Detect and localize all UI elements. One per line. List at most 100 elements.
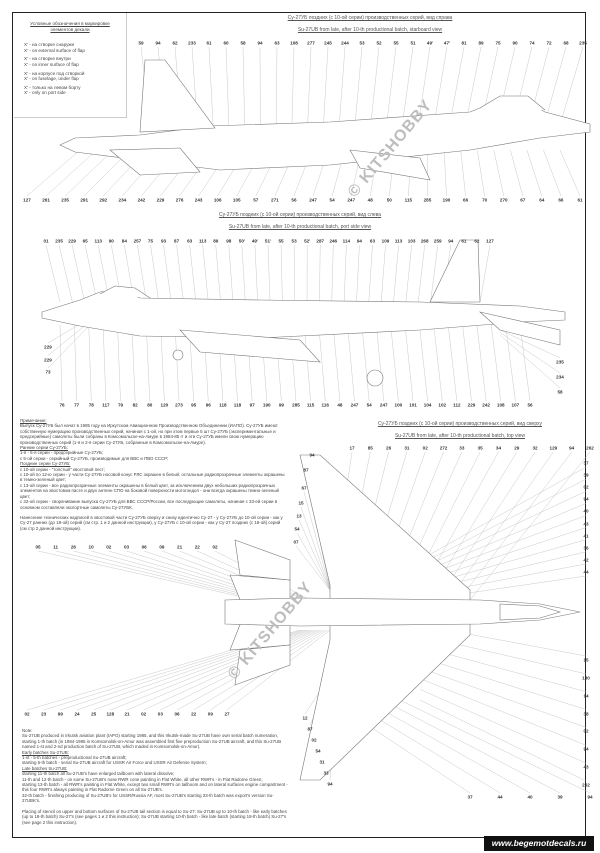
decal-number: 235: [556, 359, 564, 365]
decal-number: 72: [546, 40, 552, 46]
leader-line: [499, 334, 561, 389]
leader-line: [300, 506, 331, 591]
leader-line: [150, 244, 160, 303]
leader-line: [476, 324, 487, 402]
decal-number: 99: [278, 402, 284, 408]
legend-ru: X' - на створке снаружи: [24, 42, 75, 48]
decal-number: 229: [44, 344, 52, 350]
leader-line: [71, 244, 85, 303]
decal-number: 29: [514, 445, 520, 451]
decal-number: 78: [88, 402, 94, 408]
decal-number: 06: [174, 711, 180, 717]
decal-number: 48: [367, 197, 373, 203]
leader-line: [323, 46, 329, 126]
decal-number: 116: [321, 402, 329, 408]
decal-number: 117: [102, 402, 110, 408]
leader-line: [347, 324, 355, 402]
decal-number: 77: [74, 402, 80, 408]
decal-number: 292: [99, 197, 108, 203]
decal-number: 54: [366, 402, 372, 408]
decal-number: 22: [194, 544, 200, 550]
decal-number: 120: [160, 402, 169, 408]
decal-number: 15: [583, 657, 589, 663]
decal-number: 94: [583, 496, 589, 502]
decal-number: 44: [583, 569, 589, 575]
decal-number: 63: [274, 40, 280, 46]
note-subheading: Ранние серии Су-27УБ:: [20, 445, 68, 451]
decal-number: 291: [80, 197, 89, 203]
leader-line: [189, 244, 197, 303]
leader-line: [275, 46, 278, 126]
decal-number: 49': [426, 40, 434, 46]
decal-number: 52': [304, 238, 311, 244]
note-text: starting 13-th batch - all RWR's paintin…: [22, 782, 288, 793]
decal-number: 245: [324, 40, 332, 46]
port-title-ru: Су-27УБ поздних (с 10-ой серии) производ…: [218, 212, 382, 218]
leader-line: [419, 324, 428, 402]
leader-line: [176, 244, 184, 303]
decal-number: 39: [557, 794, 563, 800]
leader-line: [275, 324, 282, 402]
leader-line: [174, 324, 180, 402]
decal-number: 128: [106, 711, 115, 717]
decal-number: 35: [477, 445, 483, 451]
leader-line: [417, 46, 431, 126]
decal-number: 51: [410, 40, 416, 46]
decal-number: 27: [224, 711, 230, 717]
leader-line: [307, 46, 312, 126]
leader-line: [208, 46, 214, 126]
leader-line: [510, 149, 523, 197]
decal-number: 277: [307, 40, 315, 46]
starboard-title-ru: Су-27УБ поздних (с 10-ой серии) производ…: [287, 15, 453, 21]
decal-number: 44: [497, 794, 503, 800]
decal-number: 127: [23, 197, 31, 203]
legend-ru: X' - только на левом борту: [24, 84, 81, 90]
decal-number: 190: [442, 197, 451, 203]
decal-number: 66: [463, 197, 469, 203]
leader-line: [241, 244, 246, 303]
leader-line: [137, 244, 147, 303]
leader-line: [382, 699, 561, 794]
top-view-aircraft: [224, 454, 581, 781]
decal-number: 104: [423, 402, 432, 408]
decal-number: 53: [359, 40, 365, 46]
decal-number: 66: [558, 197, 564, 203]
leader-line: [493, 149, 504, 197]
decal-number: 87: [174, 238, 180, 244]
decal-number: 21: [177, 544, 183, 550]
sheet-frame: [12, 12, 586, 838]
leader-line: [289, 324, 297, 402]
decal-number: 11: [53, 544, 59, 550]
leader-line: [499, 329, 561, 359]
decal-number: 273: [175, 402, 183, 408]
decal-number: 74: [529, 40, 535, 46]
leader-line: [419, 689, 587, 764]
decal-number: 63: [187, 238, 193, 244]
decal-number: 07: [293, 539, 299, 545]
leader-line: [499, 332, 561, 374]
decal-number: 13: [296, 513, 302, 519]
leader-line: [267, 244, 271, 303]
decal-number: 54: [329, 197, 335, 203]
decal-number: 234: [556, 374, 564, 380]
leader-line: [460, 149, 466, 197]
decal-number: 229: [68, 238, 76, 244]
leader-line: [74, 324, 77, 402]
leader-line: [447, 324, 458, 402]
leader-line: [343, 244, 347, 303]
decal-number: 68: [563, 40, 569, 46]
decal-number: 235: [55, 238, 63, 244]
leader-line: [433, 324, 443, 402]
note-text: 11-th and 12-th batch - on some Su-27UB'…: [22, 776, 263, 782]
decal-number: 37: [467, 794, 473, 800]
decal-number: 47': [443, 40, 451, 46]
legend-ru: X' - на корпусе под створкой: [24, 70, 85, 76]
decal-number: 02: [583, 728, 589, 734]
leader-line: [448, 451, 554, 601]
website-link[interactable]: www.begemotdecals.ru: [484, 836, 594, 851]
decal-number: 05: [35, 544, 41, 550]
decal-number: 70: [482, 197, 488, 203]
top-view-title-ru: Су-27УБ поздних (с 10-ой серии) производ…: [377, 421, 543, 427]
decal-number: 99: [57, 711, 63, 717]
port-title-en: Su-27UB from late, after 10-th productio…: [228, 224, 372, 230]
